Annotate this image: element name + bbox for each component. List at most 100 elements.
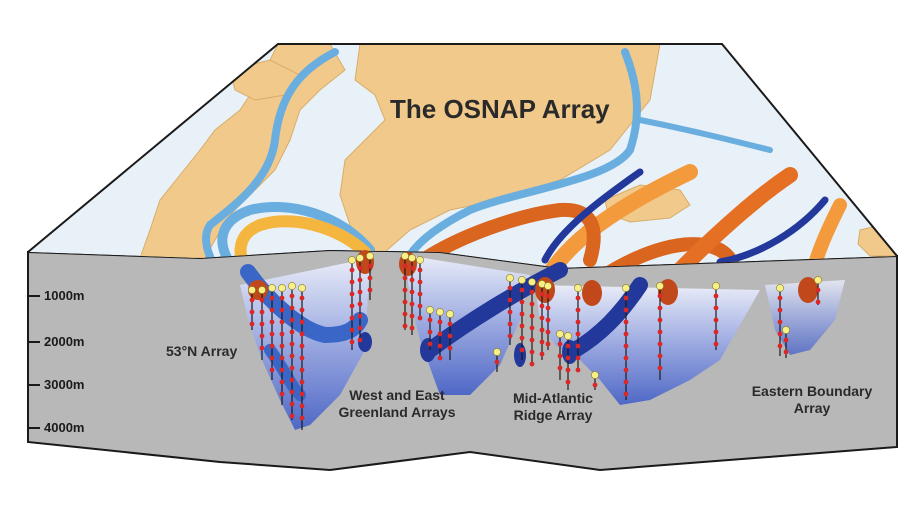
mooring-float (814, 276, 822, 284)
mooring-instrument (815, 287, 821, 293)
mooring-instrument (349, 303, 355, 309)
mooring-instrument (539, 327, 545, 333)
mooring-instrument (357, 289, 363, 295)
mooring-instrument (519, 299, 525, 305)
mooring-instrument (657, 293, 663, 299)
mooring-instrument (575, 307, 581, 313)
mooring-instrument (279, 343, 285, 349)
mooring-instrument (565, 343, 571, 349)
mooring-instrument (249, 297, 255, 303)
mooring-instrument (657, 353, 663, 359)
mooring-instrument (279, 391, 285, 397)
mooring-instrument (402, 287, 408, 293)
depth-label-1000: 1000m (44, 288, 84, 303)
mooring-instrument (529, 361, 535, 367)
mooring-instrument (349, 267, 355, 273)
mooring-instrument (713, 329, 719, 335)
mooring-instrument (783, 349, 789, 355)
mooring-float (416, 256, 424, 264)
mooring-instrument (299, 295, 305, 301)
mooring-float (446, 310, 454, 318)
mooring-instrument (299, 331, 305, 337)
mooring-instrument (402, 263, 408, 269)
mooring-instrument (437, 319, 443, 325)
mooring-instrument (249, 309, 255, 315)
mooring-instrument (565, 379, 571, 385)
mooring-instrument (269, 355, 275, 361)
mooring-instrument (349, 279, 355, 285)
mooring-float (506, 274, 514, 282)
array-label-greenland-line2: Greenland Arrays (339, 404, 456, 420)
mooring-instrument (777, 343, 783, 349)
array-label-mar-line1: Mid-Atlantic (513, 390, 593, 406)
mooring-instrument (529, 313, 535, 319)
array-label-eastern-line2: Array (794, 400, 831, 416)
mooring-instrument (447, 333, 453, 339)
warm-current-4 (672, 167, 798, 268)
mooring-instrument (529, 301, 535, 307)
mooring-instrument (529, 325, 535, 331)
mooring-instrument (507, 309, 513, 315)
box-outline (27, 43, 898, 257)
sea-surface (28, 44, 897, 268)
mooring-instrument (437, 355, 443, 361)
mooring-instrument (777, 307, 783, 313)
mooring-instrument (299, 367, 305, 373)
mooring-instrument (279, 379, 285, 385)
mooring-float (528, 278, 536, 286)
mooring-instrument (507, 297, 513, 303)
mooring-instrument (657, 317, 663, 323)
mooring-instrument (357, 265, 363, 271)
mooring-instrument (539, 303, 545, 309)
mooring-float (298, 284, 306, 292)
mooring-float (258, 286, 266, 294)
mooring-instrument (409, 301, 415, 307)
mooring-instrument (657, 341, 663, 347)
labrador-sea-loop (217, 202, 375, 268)
mooring-float (782, 326, 790, 334)
mooring-instrument (409, 277, 415, 283)
mooring-instrument (269, 295, 275, 301)
mooring-instrument (417, 315, 423, 321)
mooring-float (591, 371, 599, 379)
mooring-instrument (539, 339, 545, 345)
mooring-instrument (575, 367, 581, 373)
mooring-instrument (409, 325, 415, 331)
mooring-instrument (269, 307, 275, 313)
mooring-instrument (357, 313, 363, 319)
depth-label-2000: 2000m (44, 334, 84, 349)
mooring-float (776, 284, 784, 292)
mooring-instrument (357, 337, 363, 343)
array-label-mar-line2: Ridge Array (514, 407, 593, 423)
mooring-instrument (289, 341, 295, 347)
mooring-float (544, 282, 552, 290)
mooring-instrument (815, 299, 821, 305)
mooring-instrument (349, 291, 355, 297)
mooring-instrument (657, 329, 663, 335)
mooring-instrument (269, 343, 275, 349)
mooring-instrument (507, 321, 513, 327)
mooring-instrument (367, 287, 373, 293)
mooring-instrument (447, 345, 453, 351)
mooring-instrument (557, 365, 563, 371)
mooring-float (366, 252, 374, 260)
mooring-instrument (494, 359, 500, 365)
mooring-float (518, 276, 526, 284)
mooring-instrument (299, 343, 305, 349)
mooring-instrument (507, 333, 513, 339)
mooring-instrument (417, 291, 423, 297)
mooring-float (574, 284, 582, 292)
mooring-float (656, 282, 664, 290)
mooring-instrument (289, 413, 295, 419)
mooring-instrument (259, 297, 265, 303)
mooring-instrument (402, 275, 408, 281)
mooring-float (348, 256, 356, 264)
mooring-instrument (402, 299, 408, 305)
mooring-instrument (289, 293, 295, 299)
mooring-instrument (575, 355, 581, 361)
mooring-instrument (623, 331, 629, 337)
mooring-instrument (545, 329, 551, 335)
rockall-basin (765, 280, 845, 355)
cold-current-branch (637, 117, 773, 153)
mooring-instrument (657, 305, 663, 311)
